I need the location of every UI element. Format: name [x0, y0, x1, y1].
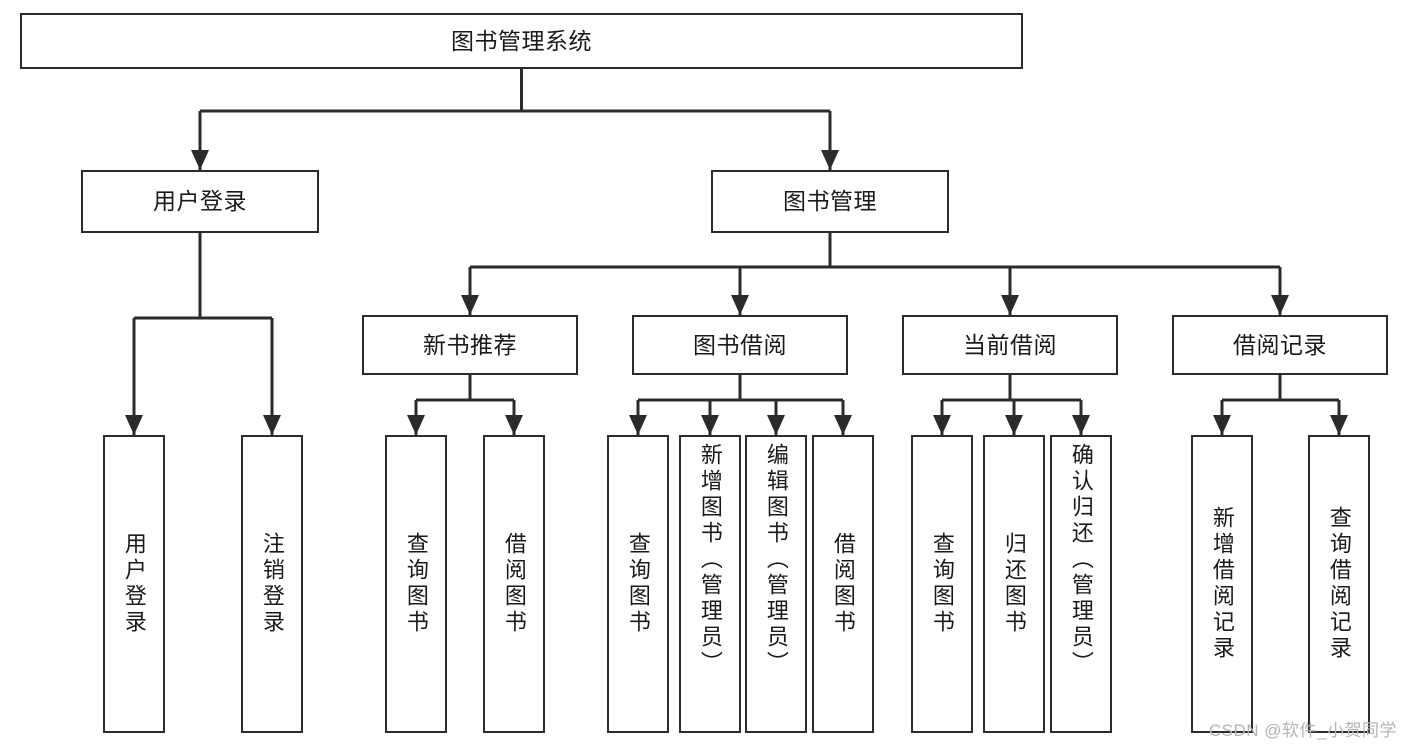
node-leaf-cur-query-label: 查询图书 [929, 532, 955, 636]
node-borrow-record-label: 借阅记录 [1233, 331, 1327, 358]
node-leaf-borrow-query-label: 查询图书 [625, 532, 651, 636]
node-leaf-book-edit-label: 编辑图书（管理员） [763, 443, 789, 677]
node-leaf-book-borrow[interactable]: 借阅图书 [812, 435, 874, 733]
node-book-borrow-label: 图书借阅 [693, 331, 787, 358]
node-leaf-rec-query2-label: 查询借阅记录 [1326, 506, 1352, 662]
node-leaf-rec-add[interactable]: 新增借阅记录 [1191, 435, 1253, 733]
node-leaf-user-logout[interactable]: 注销登录 [241, 435, 303, 733]
node-leaf-cur-return[interactable]: 归还图书 [983, 435, 1045, 733]
node-leaf-borrow-query[interactable]: 查询图书 [607, 435, 669, 733]
node-new-book-rec[interactable]: 新书推荐 [362, 315, 578, 375]
node-leaf-rec-borrow-label: 借阅图书 [501, 532, 527, 636]
node-root-label: 图书管理系统 [451, 27, 592, 54]
node-leaf-cur-return-label: 归还图书 [1001, 532, 1027, 636]
node-leaf-user-login-label: 用户登录 [121, 532, 147, 636]
node-leaf-book-edit[interactable]: 编辑图书（管理员） [745, 435, 807, 733]
node-leaf-cur-confirm-label: 确认归还（管理员） [1068, 443, 1094, 677]
node-leaf-cur-query[interactable]: 查询图书 [911, 435, 973, 733]
node-leaf-rec-query-label: 查询图书 [403, 532, 429, 636]
node-root[interactable]: 图书管理系统 [20, 13, 1023, 69]
node-book-manage-label: 图书管理 [783, 188, 877, 214]
node-leaf-book-add-label: 新增图书（管理员） [697, 443, 723, 677]
node-borrow-record[interactable]: 借阅记录 [1172, 315, 1388, 375]
node-leaf-rec-borrow[interactable]: 借阅图书 [483, 435, 545, 733]
node-current-borrow-label: 当前借阅 [963, 331, 1057, 358]
node-leaf-book-borrow-label: 借阅图书 [830, 532, 856, 636]
node-leaf-user-login[interactable]: 用户登录 [103, 435, 165, 733]
node-user-login[interactable]: 用户登录 [81, 170, 319, 233]
node-book-borrow[interactable]: 图书借阅 [632, 315, 848, 375]
node-leaf-book-add[interactable]: 新增图书（管理员） [679, 435, 741, 733]
node-leaf-rec-query[interactable]: 查询图书 [385, 435, 447, 733]
csdn-watermark: CSDN @软件_小贺同学 [1208, 721, 1397, 740]
node-leaf-cur-confirm[interactable]: 确认归还（管理员） [1050, 435, 1112, 733]
node-new-book-rec-label: 新书推荐 [423, 331, 517, 358]
node-leaf-rec-add-label: 新增借阅记录 [1209, 506, 1235, 662]
node-leaf-user-logout-label: 注销登录 [259, 532, 285, 636]
node-book-manage[interactable]: 图书管理 [711, 170, 949, 233]
node-current-borrow[interactable]: 当前借阅 [902, 315, 1118, 375]
node-user-login-label: 用户登录 [153, 188, 247, 214]
node-leaf-rec-query2[interactable]: 查询借阅记录 [1308, 435, 1370, 733]
